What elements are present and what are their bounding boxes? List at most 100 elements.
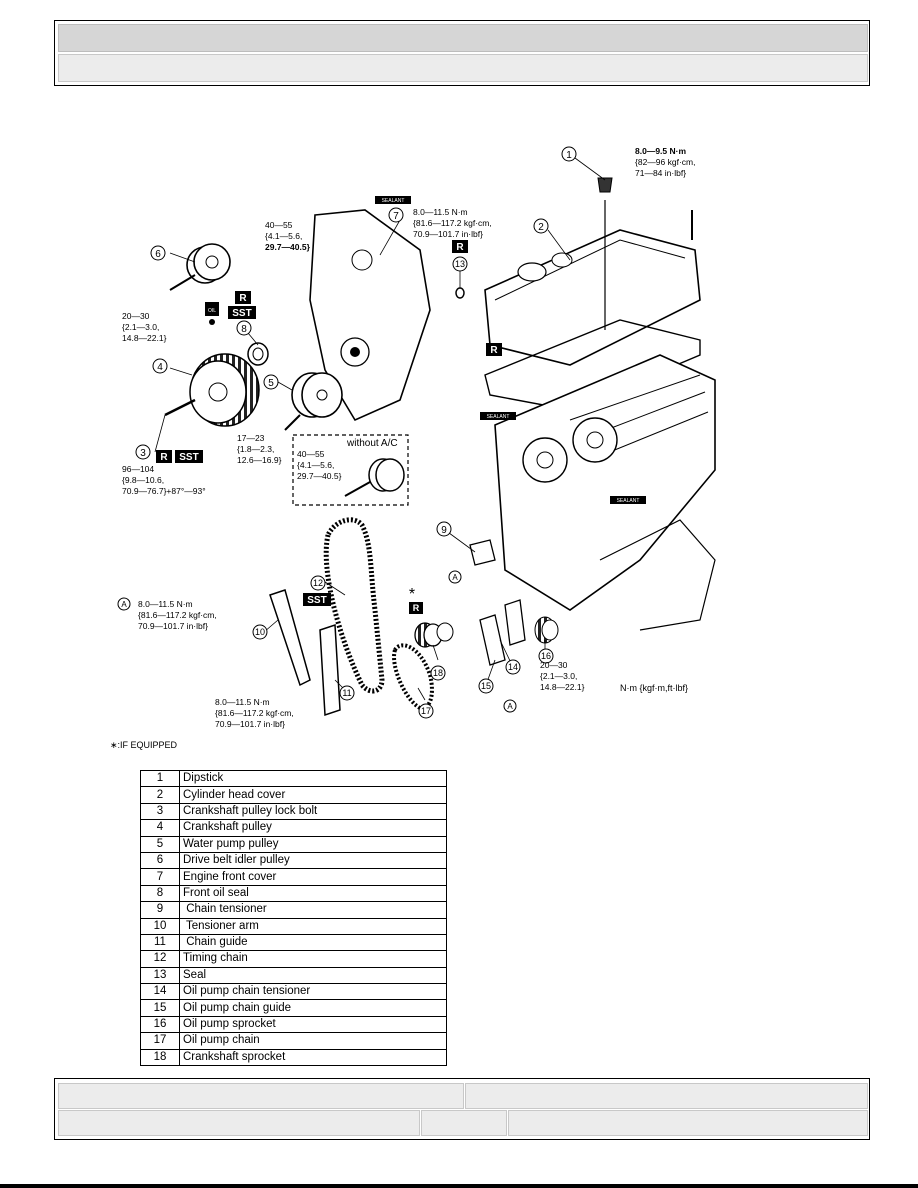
- units-note: N·m {kgf·m,ft·lbf}: [620, 683, 688, 693]
- front-oil-seal-drawing: [247, 342, 269, 366]
- legend-number: 7: [140, 868, 180, 886]
- legend-row: 11 Chain guide: [140, 933, 447, 952]
- torque-3: 96—104 {9.8—10.6, 70.9—76.7}+87°—93°: [122, 464, 206, 496]
- engine-front-cover-drawing: [309, 209, 431, 422]
- svg-text:15: 15: [481, 681, 491, 691]
- svg-text:{9.8—10.6,: {9.8—10.6,: [122, 475, 164, 485]
- svg-text:{81.6—117.2 kgf·cm,: {81.6—117.2 kgf·cm,: [138, 610, 217, 620]
- callout-5: 5: [263, 374, 279, 390]
- legend-component-name: Oil pump chain: [179, 1032, 447, 1050]
- callout-2: 2: [533, 218, 549, 234]
- footer-cell-left: [58, 1083, 464, 1109]
- callout-17: 17: [418, 703, 434, 719]
- svg-text:8.0—11.5 N·m: 8.0—11.5 N·m: [138, 599, 193, 609]
- legend-number: 8: [140, 884, 180, 903]
- svg-text:R: R: [413, 603, 420, 613]
- svg-text:8.0—9.5 N·m: 8.0—9.5 N·m: [635, 146, 686, 156]
- legend-number: 13: [140, 966, 180, 985]
- legend-component-name: Crankshaft pulley lock bolt: [179, 802, 447, 821]
- callout-7: 7: [388, 207, 404, 223]
- chain-guide-drawing: [319, 623, 341, 717]
- torque-7: 8.0—11.5 N·m {81.6—117.2 kgf·cm, 70.9—10…: [413, 207, 492, 239]
- svg-text:29.7—40.5}: 29.7—40.5}: [297, 471, 342, 481]
- torque-6: 40—55 {4.1—5.6, 29.7—40.5}: [265, 220, 311, 252]
- water-pump-pulley-drawing: [284, 372, 343, 431]
- seal-drawing: [455, 287, 465, 299]
- legend-component-name: Tensioner arm: [179, 917, 447, 935]
- legend-component-name: Oil pump chain guide: [179, 999, 447, 1017]
- legend-component-name: Water pump pulley: [179, 835, 447, 853]
- legend-number: 4: [140, 819, 180, 837]
- footer-cell-bottom-right: [508, 1110, 868, 1136]
- svg-text:20—30: 20—30: [540, 660, 568, 670]
- legend-number: 12: [140, 950, 180, 968]
- svg-text:70.9—101.7 in·lbf}: 70.9—101.7 in·lbf}: [215, 719, 285, 729]
- callout-4: 4: [152, 358, 168, 374]
- svg-text:{81.6—117.2 kgf·cm,: {81.6—117.2 kgf·cm,: [215, 708, 294, 718]
- a-marker-1: A: [448, 570, 462, 584]
- legend-component-name: Chain guide: [179, 933, 447, 952]
- svg-text:14.8—22.1}: 14.8—22.1}: [540, 682, 585, 692]
- legend-number: 16: [140, 1015, 180, 1034]
- svg-text:14: 14: [508, 662, 518, 672]
- oil-pump-chain-drawing: [392, 643, 434, 711]
- legend-component-name: Timing chain: [179, 950, 447, 968]
- callout-16: 16: [538, 648, 554, 664]
- svg-text:A: A: [507, 702, 513, 711]
- torque-1: 8.0—9.5 N·m {82—96 kgf·cm, 71—84 in·lbf}: [635, 146, 695, 178]
- callout-1: 1: [561, 146, 577, 162]
- svg-text:{4.1—5.6,: {4.1—5.6,: [265, 231, 302, 241]
- svg-text:14.8—22.1}: 14.8—22.1}: [122, 333, 167, 343]
- svg-text:R: R: [239, 293, 247, 304]
- without-ac-label: without A/C: [346, 438, 398, 449]
- oil-can-icon: OIL: [205, 302, 219, 325]
- without-ac-box: [292, 434, 409, 506]
- header-bar-subtitle: [58, 54, 868, 82]
- footer-cell-bottom-middle: [421, 1110, 507, 1136]
- svg-text:A: A: [452, 573, 458, 582]
- svg-text:70.9—76.7}+87°—93°: 70.9—76.7}+87°—93°: [122, 486, 206, 496]
- svg-text:{1.8—2.3,: {1.8—2.3,: [237, 444, 274, 454]
- svg-text:8: 8: [241, 324, 247, 335]
- r-badge-3: R: [156, 450, 172, 463]
- legend-component-name: Seal: [179, 966, 447, 985]
- legend-component-name: Oil pump chain tensioner: [179, 983, 447, 1001]
- svg-text:12: 12: [313, 578, 323, 588]
- legend-number: 9: [140, 901, 180, 919]
- svg-text:SST: SST: [179, 452, 198, 463]
- torque-10: 8.0—11.5 N·m {81.6—117.2 kgf·cm, 70.9—10…: [215, 697, 294, 729]
- a-marker-legend: A: [117, 597, 131, 611]
- if-equipped-footnote: ∗:IF EQUIPPED: [110, 740, 178, 750]
- svg-text:{2.1—3.0,: {2.1—3.0,: [122, 322, 159, 332]
- svg-text:16: 16: [541, 651, 551, 661]
- legend-component-name: Crankshaft pulley: [179, 819, 447, 837]
- legend-row: 9 Chain tensioner: [140, 901, 447, 919]
- footer-cell-right: [465, 1083, 868, 1109]
- drive-belt-idler-pulley-drawing: [169, 243, 231, 291]
- svg-text:17—23: 17—23: [237, 433, 265, 443]
- oil-pump-sprocket-drawing: [534, 616, 559, 644]
- svg-text:9: 9: [441, 525, 447, 536]
- svg-text:{82—96 kgf·cm,: {82—96 kgf·cm,: [635, 157, 695, 167]
- svg-text:OIL: OIL: [208, 308, 216, 314]
- svg-text:6: 6: [155, 249, 161, 260]
- legend-component-name: Chain tensioner: [179, 901, 447, 919]
- callout-9: 9: [436, 521, 452, 537]
- tensioner-arm-drawing: [269, 589, 311, 687]
- svg-text:13: 13: [455, 259, 465, 269]
- callout-13: 13: [452, 256, 468, 272]
- legend-component-name: Engine front cover: [179, 868, 447, 886]
- svg-text:R: R: [456, 242, 464, 253]
- legend-number: 1: [140, 769, 180, 788]
- cover-gasket-drawing: [484, 319, 701, 411]
- svg-text:8.0—11.5 N·m: 8.0—11.5 N·m: [215, 697, 270, 707]
